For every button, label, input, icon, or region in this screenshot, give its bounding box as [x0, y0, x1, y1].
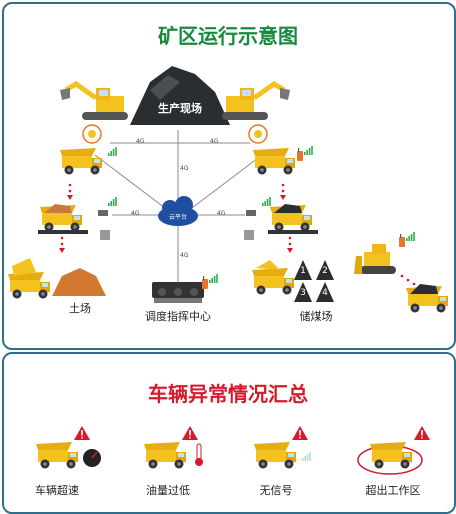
signal-bars-icon: [108, 147, 117, 156]
signal-bars-icon: [304, 146, 313, 155]
signal-bars-icon: [209, 274, 218, 283]
truck-upper-left: [60, 148, 102, 175]
cloud-platform-icon: [158, 196, 198, 226]
summary-item-label: 无信号: [259, 484, 293, 497]
warning-icon: [74, 426, 90, 440]
radio-icon: [297, 148, 303, 161]
dispatch-center-icon: [152, 282, 204, 303]
coal-slot-4: 4: [322, 288, 328, 298]
signal-bars-icon: [406, 232, 415, 241]
link-label: 4G: [217, 210, 226, 217]
radio-icon: [399, 234, 405, 247]
bulldozer: [354, 244, 396, 274]
link-label: 4G: [180, 252, 189, 259]
summary-panel: [2, 352, 456, 514]
coal-slot-2: 2: [322, 266, 328, 276]
signal-bars-icon: [302, 452, 311, 461]
coal-slot-1: 1: [300, 266, 306, 276]
dump-truck-tipping: [8, 258, 50, 299]
excavator-left: [60, 84, 128, 120]
warning-icon: [414, 426, 430, 440]
summary-item-label: 超出工作区: [365, 484, 421, 497]
warning-icon: [292, 426, 308, 440]
truck-far-right: [406, 284, 448, 313]
coal-slot-3: 3: [300, 288, 306, 298]
signal-bars-icon: [262, 197, 271, 206]
site-label: 生产现场: [158, 102, 202, 115]
dispatch-label: 调度指挥中心: [145, 310, 211, 323]
diagram-title: 矿区运行示意图: [158, 24, 298, 48]
link-label: 4G: [131, 210, 140, 217]
truck-weighbridge-left: [38, 204, 88, 234]
truck-weighbridge-right: [268, 204, 318, 234]
summary-item-label: 油量过低: [146, 484, 190, 497]
out-of-area-truck: [370, 442, 412, 469]
coal-storage-piles: [294, 260, 334, 302]
dump-label: 土场: [69, 302, 91, 315]
coal-pile: [130, 66, 230, 125]
coal-storage-truck: [252, 260, 294, 295]
summary-item-label: 车辆超速: [35, 484, 79, 497]
coal-storage-label: 储煤场: [299, 310, 333, 323]
overspeed-truck: [36, 442, 78, 469]
speedometer-icon: [83, 449, 101, 467]
camera-icon: [244, 210, 256, 240]
thermometer-icon: [195, 443, 203, 466]
warning-icon: [182, 426, 198, 440]
truck-upper-right: [253, 148, 295, 175]
sensor-icon-left: [82, 124, 102, 144]
cloud-label: 云平台: [168, 214, 188, 221]
excavator-right: [222, 84, 290, 120]
link-label: 4G: [210, 138, 219, 145]
low-fuel-truck: [144, 442, 186, 469]
link-label: 4G: [180, 165, 189, 172]
soil-pile: [52, 268, 106, 296]
sensor-icon-right: [248, 124, 268, 144]
link-label: 4G: [136, 138, 145, 145]
camera-icon: [98, 210, 110, 240]
radio-icon: [202, 276, 208, 289]
no-signal-truck: [254, 442, 296, 469]
summary-title: 车辆异常情况汇总: [148, 382, 308, 406]
signal-bars-icon: [108, 197, 117, 206]
flow-arrows: [59, 183, 416, 286]
